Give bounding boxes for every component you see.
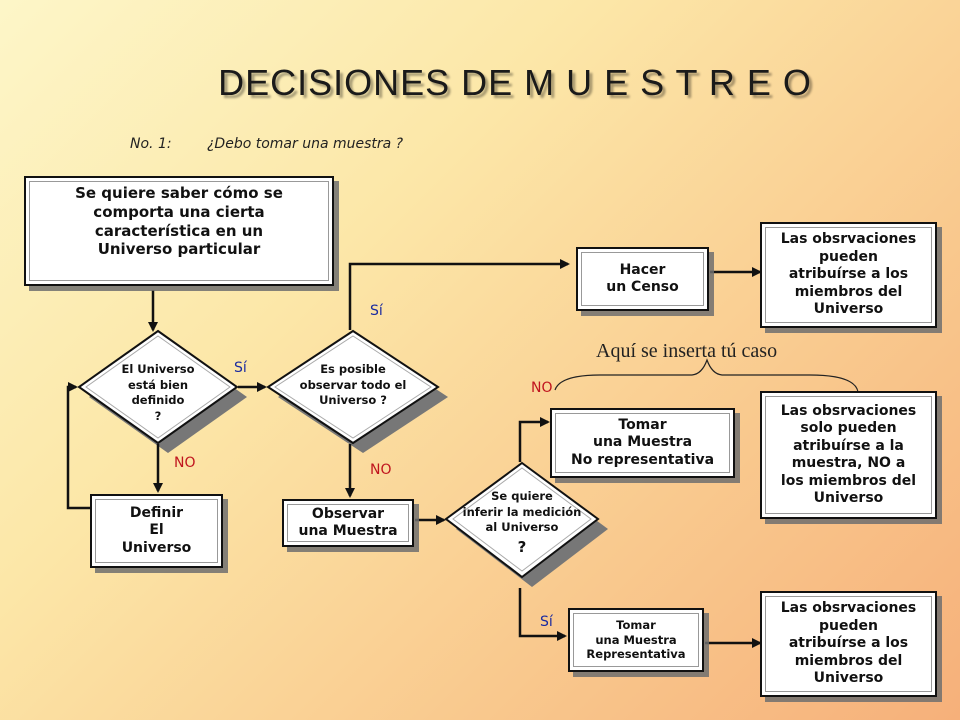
subtitle-number: No. 1: (130, 136, 172, 152)
diamond-inferir-text: Se quiere inferir la medición al Univers… (462, 489, 582, 535)
box-start: Se quiere saber cómo se comporta una cie… (24, 176, 334, 286)
box-muestra-representativa: Tomar una Muestra Representativa (568, 608, 704, 672)
box-obs-repr: Las obsrvaciones pueden atribuírse a los… (760, 591, 937, 697)
label-no-2: NO (370, 462, 392, 478)
box-hacer-censo: Hacer un Censo (576, 247, 709, 311)
diamond-universo-definido (77, 329, 247, 453)
label-si-2: Sí (370, 303, 383, 319)
label-no-1: NO (174, 455, 196, 471)
note-inserta-caso: Aquí se inserta tú caso (596, 340, 778, 362)
label-si-3: Sí (540, 614, 553, 630)
diamond-universo-definido-text: El Universo está bien definido ? (121, 362, 195, 423)
box-obs-no-repr: Las obsrvaciones solo pueden atribuírse … (760, 391, 937, 519)
diamond-inferir (444, 461, 608, 587)
diamond-observar-todo-text: Es posible observar todo el Universo ? (299, 362, 407, 408)
subtitle-question: ¿Debo tomar una muestra ? (207, 136, 404, 152)
box-obs-censo: Las obsrvaciones pueden atribuírse a los… (760, 222, 937, 328)
page-title: DECISIONES DE M U E S T R E O (218, 62, 812, 103)
label-si-1: Sí (234, 360, 247, 376)
brace (554, 358, 859, 393)
box-observar-muestra: Observar una Muestra (282, 499, 414, 547)
box-definir-universo: Definir El Universo (90, 494, 223, 568)
diamond-inferir-question: ? (517, 538, 527, 556)
label-no-3: NO (531, 380, 553, 396)
box-muestra-no-representativa: Tomar una Muestra No representativa (550, 408, 735, 478)
diamond-observar-todo (266, 329, 448, 453)
